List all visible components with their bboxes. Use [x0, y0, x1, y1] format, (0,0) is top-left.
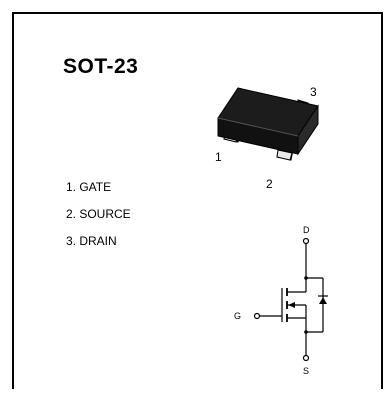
package-title: SOT-23 [63, 55, 139, 78]
pin-label-gate: 1. GATE [66, 180, 112, 194]
package-edge [217, 117, 299, 137]
drain-label: D [303, 225, 310, 235]
body-arrow-icon [288, 302, 295, 308]
drain-terminal [302, 237, 310, 245]
gate-terminal [253, 312, 261, 320]
pin-number-2: 2 [266, 177, 273, 191]
pin-number-1: 1 [215, 150, 222, 164]
pin-label-source: 2. SOURCE [66, 207, 131, 221]
pin-number-3: 3 [310, 85, 317, 99]
pin-assignment-list: 1. GATE 2. SOURCE 3. DRAIN [66, 181, 131, 262]
source-terminal [302, 354, 310, 362]
source-label: S [303, 366, 309, 376]
pin-label-drain: 3. DRAIN [66, 234, 117, 248]
package-illustration: 3 1 2 [215, 85, 319, 191]
gate-label: G [234, 311, 241, 321]
package-body-side [297, 104, 319, 156]
datasheet-panel [12, 12, 383, 389]
body-diode-icon [319, 297, 327, 304]
mosfet-schematic: D G S [234, 225, 328, 376]
